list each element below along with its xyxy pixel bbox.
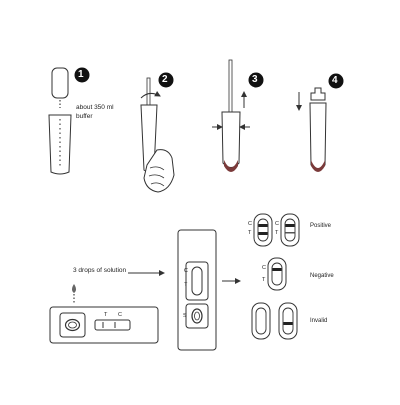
tube-liquid	[224, 160, 238, 172]
positive-a-c-label: C	[248, 221, 252, 227]
buffer-volume-label: about 350 ml	[76, 104, 114, 111]
step-2-badge	[158, 72, 174, 88]
step-3-badge	[248, 72, 264, 88]
negative-c-label: C	[262, 265, 266, 271]
step-4-badge	[328, 73, 344, 89]
result-negative	[267, 257, 287, 291]
cassette-horizontal-c-label: T	[104, 312, 108, 318]
negative-label: Negative	[310, 273, 334, 279]
hand	[143, 149, 175, 193]
result-window-vertical	[191, 266, 203, 296]
result-invalid-a	[251, 302, 271, 340]
cassette-s-label: S	[183, 313, 187, 319]
drop-icon	[72, 284, 76, 293]
dropper-cap	[310, 87, 326, 101]
step-3-tube	[221, 111, 241, 168]
test-cassette-vertical	[177, 229, 217, 351]
step-1-illustration	[48, 67, 72, 175]
step-3-illustration	[212, 59, 250, 172]
positive-b-t-label: T	[275, 230, 279, 236]
result-positive-b	[280, 213, 300, 247]
buffer-vial	[51, 67, 69, 99]
rotate-arrow	[140, 90, 161, 99]
cassette-c-label: C	[184, 268, 188, 274]
positive-b-c-label: C	[275, 221, 279, 227]
invalid-label: Invalid	[310, 318, 328, 324]
step-1-number: 1	[78, 69, 84, 80]
step-4-number: 4	[332, 75, 338, 86]
cassette-horizontal-t-label: C	[118, 312, 122, 318]
step-4-tube	[309, 102, 327, 170]
test-cassette-horizontal	[49, 284, 159, 344]
extraction-tube	[48, 114, 72, 175]
positive-a-t-label: T	[248, 230, 252, 236]
step-2-number: 2	[162, 74, 168, 85]
result-positive-a	[253, 213, 273, 247]
buffer-label: buffer	[76, 113, 93, 120]
step-3-number: 3	[252, 74, 258, 85]
step-4-illustration	[296, 87, 327, 172]
cassette-t-label: T	[184, 282, 188, 288]
drops-instruction: 3 drops of solution	[73, 267, 127, 274]
result-window-horizontal	[94, 319, 131, 331]
negative-t-label: T	[262, 277, 266, 283]
step-2-illustration	[140, 77, 175, 193]
result-invalid-b	[278, 302, 298, 340]
step-1-badge	[74, 67, 90, 83]
positive-label: Positive	[310, 223, 332, 229]
